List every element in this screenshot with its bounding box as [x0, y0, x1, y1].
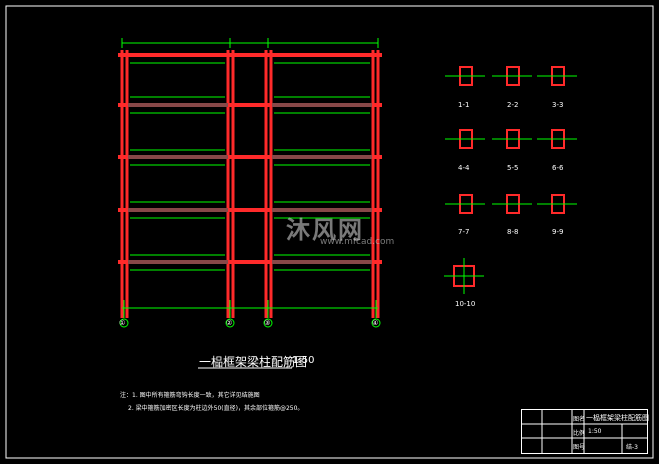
note-line-2: 2. 梁中箍筋加密区长度为柱边外50(直径)，其余部位箍筋@250。 [128, 405, 304, 412]
title-block-scale: 1:50 [588, 428, 602, 435]
title-block-grid [522, 410, 647, 453]
section-label-5: 5-5 [507, 164, 519, 172]
sheet-border [5, 5, 654, 459]
axis-label-3: ③ [264, 319, 271, 327]
section-label-6: 6-6 [552, 164, 564, 172]
axis-lines [122, 300, 378, 318]
section-label-4: 4-4 [458, 164, 470, 172]
section-label-7: 7-7 [458, 228, 470, 236]
note-line-1: 注：1. 图中所有箍筋弯钩长度一致，其它详见结施图 [120, 392, 260, 399]
axis-bubbles [119, 318, 381, 328]
slab-bands [128, 103, 372, 264]
drawing-title: 一榀框架梁柱配筋图 [199, 355, 308, 369]
watermark-text: 沐风网 [286, 216, 364, 244]
title-block: 图名 一榀框架梁柱配筋图 比例 1:50 图号 结-3 [521, 409, 649, 454]
axis-label-2: ② [226, 319, 233, 327]
section-label-10: 10-10 [455, 300, 476, 308]
top-dimension-lines [121, 38, 379, 48]
section-label-1: 1-1 [458, 101, 470, 109]
title-block-drawing-name: 一榀框架梁柱配筋图 [586, 414, 649, 422]
title-block-label-scale: 比例 [573, 430, 586, 437]
title-block-label-name: 图名 [573, 416, 586, 423]
section-label-9: 9-9 [552, 228, 564, 236]
drawing-scale: 1:50 [292, 355, 315, 366]
title-block-sheet-no: 结-3 [626, 444, 638, 451]
title-block-label-no: 图号 [573, 444, 586, 451]
section-label-2: 2-2 [507, 101, 519, 109]
axis-label-4: ④ [372, 319, 379, 327]
watermark-url: www.mfcad.com [320, 237, 395, 247]
section-details [444, 66, 577, 294]
rebar-lines [130, 62, 370, 271]
section-label-3: 3-3 [552, 101, 564, 109]
axis-label-1: ① [119, 319, 126, 327]
section-label-8: 8-8 [507, 228, 519, 236]
frame-columns [120, 50, 380, 318]
